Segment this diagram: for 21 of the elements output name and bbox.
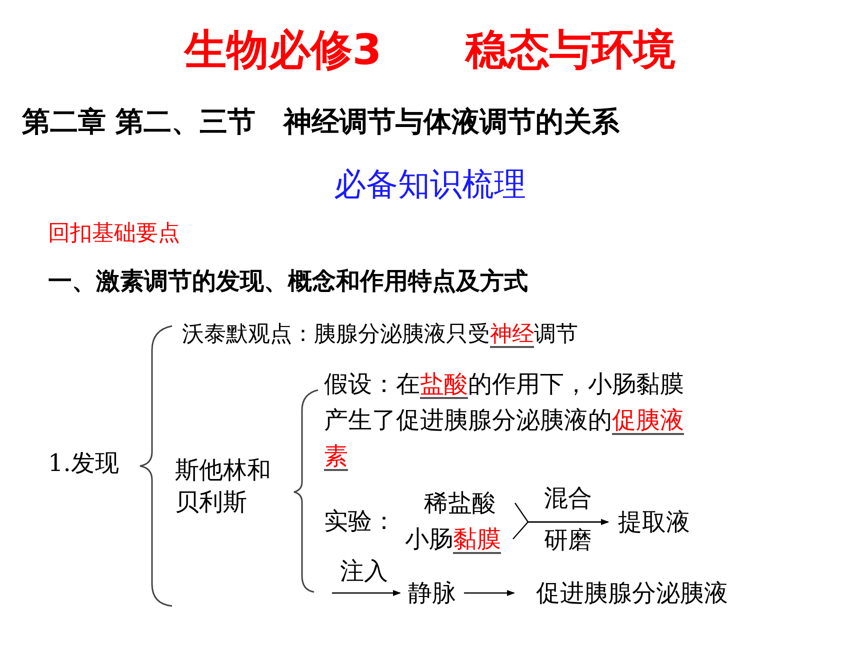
- term: 提取液: [608, 505, 700, 539]
- arrow: [512, 519, 609, 540]
- heading: 第二章 第二、三节 神经调节与体液调节的关系: [22, 104, 620, 140]
- edge-label: 研磨: [544, 528, 592, 552]
- text: 斯他林和贝利斯: [175, 455, 272, 518]
- edge-label: 注入: [340, 559, 388, 583]
- edge-label: 混合: [544, 486, 592, 510]
- heading: 回扣基础要点: [48, 220, 180, 248]
- arrow: [464, 590, 515, 596]
- term: 静脉: [400, 576, 464, 610]
- term: 促进胰腺分泌胰液: [514, 576, 750, 610]
- term: 小肠黏膜: [393, 522, 513, 556]
- term: 稀盐酸: [405, 486, 515, 520]
- text: 沃泰默观点：胰腺分泌胰液只受神经调节: [182, 321, 578, 349]
- title: 生物必修3 稳态与环境: [182, 24, 677, 76]
- text: 假设：在盐酸的作用下，小肠黏膜产生了促进胰腺分泌胰液的促胰液素: [324, 369, 685, 472]
- section-heading: 必备知识梳理: [333, 164, 527, 205]
- text: 实验：: [324, 506, 396, 537]
- text: 1.发现: [48, 448, 119, 479]
- heading: 一、激素调节的发现、概念和作用特点及方式: [48, 266, 528, 297]
- arrow: [332, 590, 401, 596]
